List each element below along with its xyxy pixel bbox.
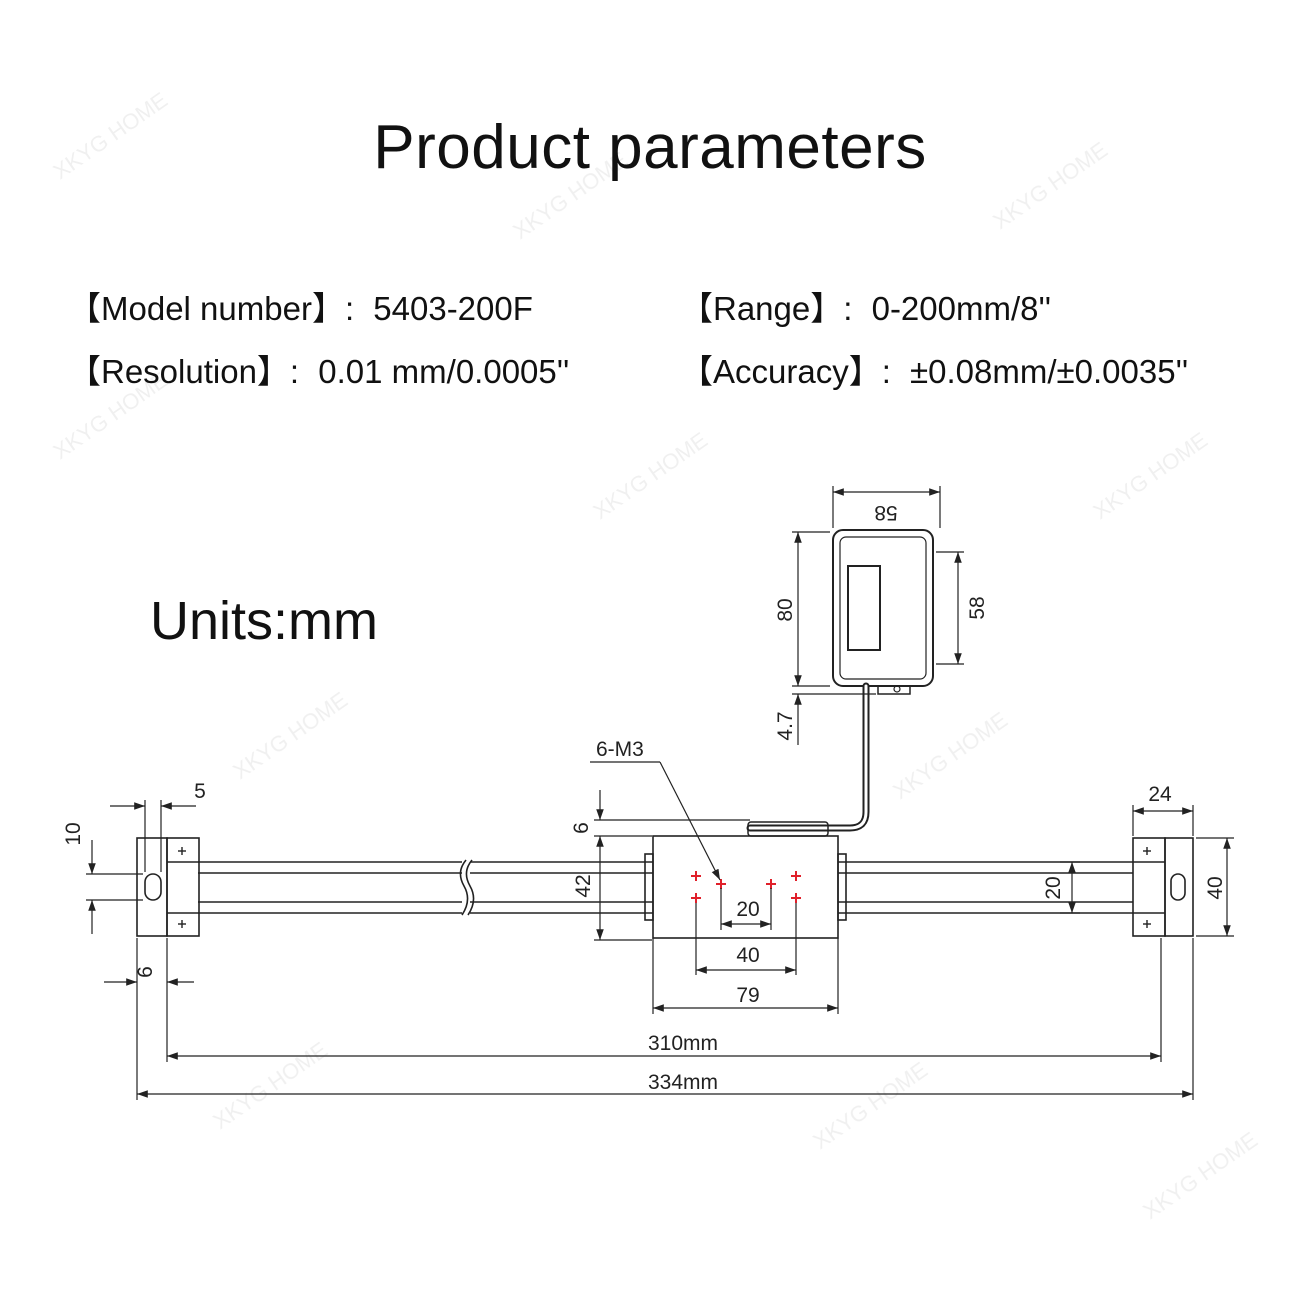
dim-thread-holes: 6-M3 — [596, 738, 644, 761]
watermark-text: XKYG HOME — [229, 687, 352, 784]
dim-mount-length: 310mm — [648, 1032, 718, 1055]
spec-accuracy-label: 【Accuracy】: — [680, 353, 891, 390]
page-title: Product parameters — [373, 113, 927, 182]
watermark-text: XKYG HOME — [49, 367, 172, 464]
dim-display-screen-height: 58 — [966, 596, 989, 619]
dim-end-block-height: 40 — [1204, 876, 1227, 899]
right-screw-marks — [1143, 847, 1151, 928]
dim-left-offset: 6 — [134, 966, 157, 978]
watermark-text: XKYG HOME — [989, 137, 1112, 234]
watermark-text: XKYG HOME — [49, 87, 172, 184]
display-connector-pin — [893, 685, 901, 693]
dim-slider-length: 79 — [736, 984, 759, 1007]
watermark-text: XKYG HOME — [509, 147, 632, 244]
display-cable-inner — [748, 684, 868, 830]
left-screw-marks — [178, 847, 186, 928]
spec-range-value: 0-200mm/8'' — [871, 290, 1052, 327]
watermark-text: XKYG HOME — [1139, 1127, 1262, 1224]
left-mount-slot — [144, 873, 162, 901]
watermark-text: XKYG HOME — [589, 427, 712, 524]
dim-display-width: 58 — [874, 501, 897, 524]
watermark-text: XKYG HOME — [209, 1037, 332, 1134]
spec-resolution-value: 0.01 mm/0.0005'' — [318, 353, 570, 390]
spec-model: 【Model number】: 5403-200F — [68, 282, 533, 330]
dim-hole-spacing-large: 40 — [736, 944, 759, 967]
rail-break-mark — [459, 859, 469, 916]
dim-display-offset: 4.7 — [774, 711, 797, 740]
display-dimensions — [792, 486, 964, 745]
right-mount-slot — [1170, 873, 1186, 901]
dim-left-slot-width: 5 — [194, 780, 206, 803]
left-end-block — [136, 837, 200, 937]
display-inner-frame — [839, 536, 927, 680]
rail-break-mark — [465, 859, 475, 916]
spec-accuracy: 【Accuracy】: ±0.08mm/±0.0035'' — [680, 345, 1188, 393]
spec-resolution: 【Resolution】: 0.01 mm/0.0005'' — [68, 345, 569, 393]
display-screen — [847, 565, 881, 651]
spec-resolution-label: 【Resolution】: — [68, 353, 300, 390]
watermark-text: XKYG HOME — [1089, 427, 1212, 524]
display-housing — [832, 529, 934, 687]
display-connector — [877, 686, 911, 695]
dim-slider-height: 42 — [572, 874, 595, 897]
dim-slider-top-gap: 6 — [570, 822, 593, 834]
slider-head — [644, 835, 847, 939]
mounting-holes — [691, 871, 801, 903]
display-cable — [746, 682, 870, 832]
main-dimensions — [86, 761, 1234, 1100]
right-end-block — [1132, 837, 1194, 937]
spec-model-value: 5403-200F — [373, 290, 533, 327]
dim-hole-spacing-small: 20 — [736, 898, 759, 921]
dim-rail-height: 20 — [1042, 876, 1065, 899]
dim-left-slot-height: 10 — [62, 822, 85, 845]
dim-end-block-width: 24 — [1148, 783, 1172, 806]
units-label: Units:mm — [150, 591, 378, 651]
spec-model-label: 【Model number】: — [68, 290, 355, 327]
watermark-text: XKYG HOME — [809, 1057, 932, 1154]
spec-range: 【Range】: 0-200mm/8'' — [680, 282, 1051, 330]
dim-total-length: 334mm — [648, 1071, 718, 1094]
dim-display-height: 80 — [774, 598, 797, 621]
scale-rail — [198, 859, 1133, 916]
spec-range-label: 【Range】: — [680, 290, 853, 327]
spec-accuracy-value: ±0.08mm/±0.0035'' — [910, 353, 1189, 390]
watermark-text: XKYG HOME — [889, 707, 1012, 804]
